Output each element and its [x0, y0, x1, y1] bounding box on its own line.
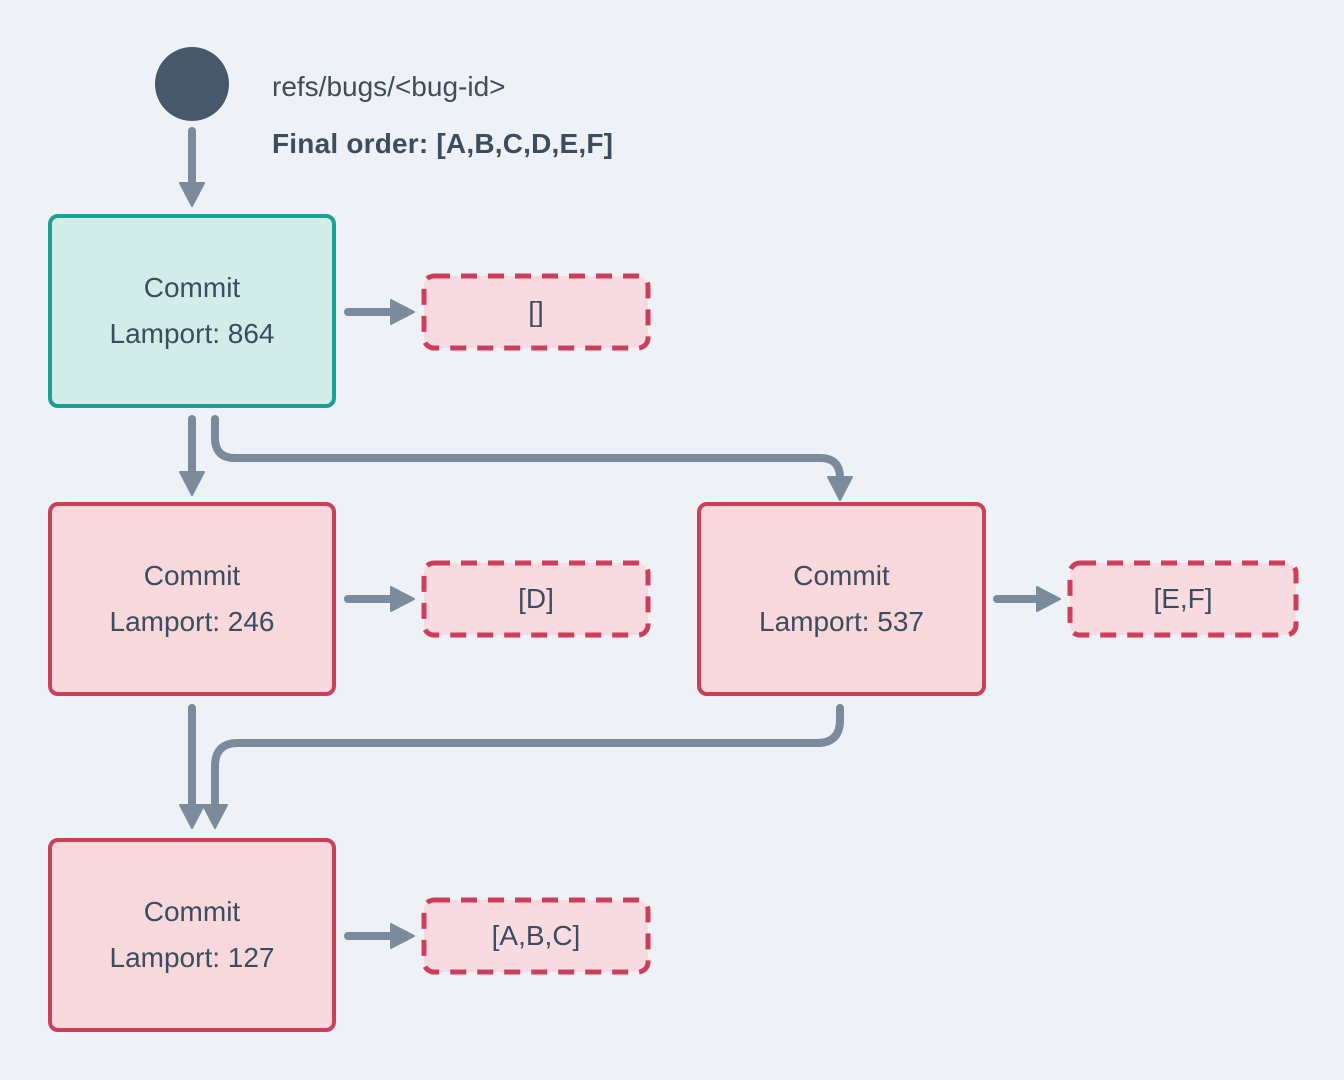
ref-name-label: refs/bugs/<bug-id>	[272, 71, 506, 102]
commit-node-537: Commit Lamport: 537	[697, 502, 986, 696]
payload-value-right: [E,F]	[1153, 583, 1213, 614]
commit-lamport: Lamport: 864	[109, 318, 275, 349]
arrowhead-merge-to-payload	[390, 923, 415, 949]
payload-value-left: [D]	[518, 583, 554, 614]
payload-value-root: []	[528, 296, 544, 327]
commit-title: Commit	[143, 896, 241, 927]
commit-node-127: Commit Lamport: 127	[48, 838, 336, 1032]
commit-node-864: Commit Lamport: 864	[48, 214, 336, 408]
commit-title: Commit	[143, 272, 241, 303]
arrowhead-root-to-left	[179, 471, 205, 496]
commit-lamport: Lamport: 537	[759, 606, 924, 637]
commit-lamport: Lamport: 246	[109, 606, 275, 637]
arrowhead-left-to-merge	[179, 804, 205, 829]
commit-title: Commit	[793, 560, 890, 591]
payload-value-merge: [A,B,C]	[491, 920, 581, 951]
arrowhead-ref-to-root	[179, 182, 205, 207]
arrowhead-left-to-payload	[390, 586, 415, 612]
ref-circle-icon	[155, 47, 229, 121]
arrowhead-root-to-right	[827, 476, 853, 501]
commit-title: Commit	[143, 560, 241, 591]
commit-lamport: Lamport: 127	[109, 942, 275, 973]
final-order-label: Final order: [A,B,C,D,E,F]	[272, 128, 614, 159]
arrowhead-right-to-merge	[202, 804, 228, 829]
commit-node-246: Commit Lamport: 246	[48, 502, 336, 696]
arrowhead-right-to-payload	[1036, 586, 1061, 612]
arrowhead-root-to-payload	[390, 299, 415, 325]
edge-right-to-merge	[211, 704, 844, 807]
edge-root-to-right	[211, 415, 844, 482]
